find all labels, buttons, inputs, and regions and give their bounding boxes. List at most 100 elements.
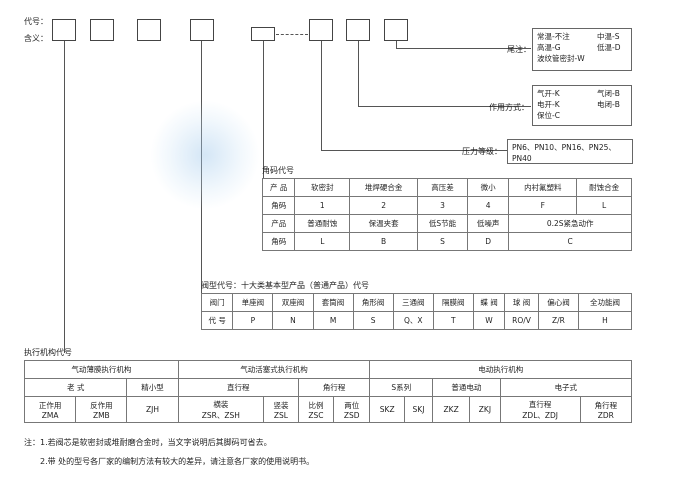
action-box: 气开-K 气闭-B 电开-K 电闭-B 保位-C (532, 85, 632, 126)
table-cell: 低S节能 (417, 214, 468, 233)
remark-item: 波纹管密封-W (537, 54, 585, 63)
table-cell: B (349, 232, 419, 251)
leader-pressure-v (321, 41, 322, 151)
table-row: 角码 L B S D C (261, 232, 632, 251)
table-cell: 电子式 (499, 378, 633, 397)
table-cell: L (576, 196, 632, 215)
leader-action-v (358, 41, 359, 107)
table-cell: 2 (349, 196, 419, 215)
cell-line: ZMB (92, 410, 110, 420)
table-row: 产品 普通耐蚀 保温夹套 低S节能 低噪声 0.2S紧急动作 (261, 214, 632, 233)
leader-remark-v (396, 41, 397, 49)
code-box-2 (90, 19, 114, 41)
angle-table: 产 品 软密封 堆焊硬合金 高压差 微小 内衬氟塑料 耐蚀合金 角码 1 2 3… (261, 178, 632, 251)
table-cell: 高压差 (417, 178, 468, 197)
table-cell: 内衬氟塑料 (508, 178, 578, 197)
table-cell: 3 (417, 196, 468, 215)
cell-line: 正作用 (38, 400, 62, 410)
table-cell: 角行程 (297, 378, 371, 397)
leader-actuator-v (64, 41, 65, 353)
remark-item: 中温-S (597, 32, 620, 41)
table-cell: 产品 (261, 214, 296, 233)
table-cell: SKZ (369, 396, 405, 423)
cell-line: ZDR (597, 410, 614, 420)
table-cell: P (232, 311, 274, 330)
table-cell: 老 式 (23, 378, 128, 397)
dash-connector (276, 34, 308, 35)
action-item: 保位-C (537, 111, 560, 120)
table-cell: F (508, 196, 578, 215)
table-cell: ZJH (126, 396, 179, 423)
code-box-1 (52, 19, 76, 41)
cell-line: 角行程 (594, 400, 618, 410)
note-line: 注：1.若阀芯是软密封或堆耐磨合金时，当文字说明后其脚码可省去。 (24, 438, 272, 447)
leader-valve-v (201, 41, 202, 293)
table-cell: 4 (466, 196, 510, 215)
table-row: 代 号 P N M S Q、X T W RO/V Z/R H (200, 311, 632, 330)
table-cell: 代 号 (200, 311, 234, 330)
cell-line: 直行程 (528, 399, 552, 409)
table-cell: 球 阀 (504, 293, 539, 312)
table-row: 角码 1 2 3 4 F L (261, 196, 632, 215)
table-cell: 偏心阀 (537, 293, 580, 312)
table-cell: 精小型 (126, 378, 179, 397)
table-cell: 隔膜阀 (432, 293, 474, 312)
table-cell: 耐蚀合金 (576, 178, 632, 197)
table-cell: 堆焊硬合金 (349, 178, 419, 197)
code-box-8 (384, 19, 408, 41)
pressure-title: 压力等级： (462, 147, 502, 156)
table-cell: 0.2S紧急动作 (508, 214, 632, 233)
table-cell: 微小 (466, 178, 510, 197)
table-cell: SKJ (403, 396, 434, 423)
table-cell: 气动活塞式执行机构 (177, 360, 371, 379)
table-cell: 双座阀 (272, 293, 314, 312)
note-line: 2.带 处的型号各厂家的编制方法有较大的差异，请注意各厂家的使用说明书。 (40, 457, 315, 466)
action-item: 电闭-B (597, 100, 620, 109)
table-cell: S (352, 311, 394, 330)
table-cell: 保温夹套 (349, 214, 419, 233)
table-cell: 全功能阀 (578, 293, 632, 312)
cell-line: 反作用 (90, 400, 113, 410)
remark-item: 常温-不注 (537, 32, 570, 41)
action-item: 气开-K (537, 89, 560, 98)
table-cell: 低噪声 (466, 214, 510, 233)
table-cell: 直行程 (177, 378, 299, 397)
table-row: 产 品 软密封 堆焊硬合金 高压差 微小 内衬氟塑料 耐蚀合金 (261, 178, 632, 197)
remark-title: 尾注： (507, 45, 531, 54)
leader-remark-h (396, 48, 531, 49)
table-row: 老 式 精小型 直行程 角行程 S系列 普通电动 电子式 (23, 378, 633, 397)
actuator-table-title: 执行机构代号 (24, 348, 72, 357)
table-cell: L (294, 232, 351, 251)
valve-table-title: 阀型代号：十大类基本型产品（普通产品）代号 (201, 281, 369, 290)
remark-item: 高温-G (537, 43, 561, 52)
table-cell: 角码 (261, 196, 296, 215)
table-cell: T (432, 311, 474, 330)
table-cell: 普通耐蚀 (294, 214, 351, 233)
actuator-table: 气动薄膜执行机构 气动活塞式执行机构 电动执行机构 老 式 精小型 直行程 角行… (23, 360, 633, 423)
table-cell: ZKJ (469, 396, 501, 423)
code-box-6 (309, 19, 333, 41)
table-cell: 1 (294, 196, 351, 215)
table-cell: H (578, 311, 632, 330)
code-box-5 (251, 27, 275, 41)
table-row: 阀门 单座阀 双座阀 套筒阀 角形阀 三通阀 隔膜阀 蝶 阀 球 阀 偏心阀 全… (200, 293, 632, 312)
table-cell: 软密封 (294, 178, 351, 197)
table-cell: 产 品 (261, 178, 296, 197)
table-cell: RO/V (504, 311, 539, 330)
action-item: 电开-K (537, 100, 560, 109)
cell-line: ZSC (308, 410, 324, 420)
leader-angle-v (263, 41, 264, 179)
angle-table-title: 角码代号 (262, 166, 294, 175)
table-cell: ZKZ (432, 396, 471, 423)
action-title: 作用方式： (489, 103, 529, 112)
table-cell: 三通阀 (392, 293, 434, 312)
pressure-value: PN6、PN10、PN16、PN25、PN40 (512, 143, 616, 163)
table-cell: N (272, 311, 314, 330)
cell-line: ZSD (343, 410, 360, 420)
